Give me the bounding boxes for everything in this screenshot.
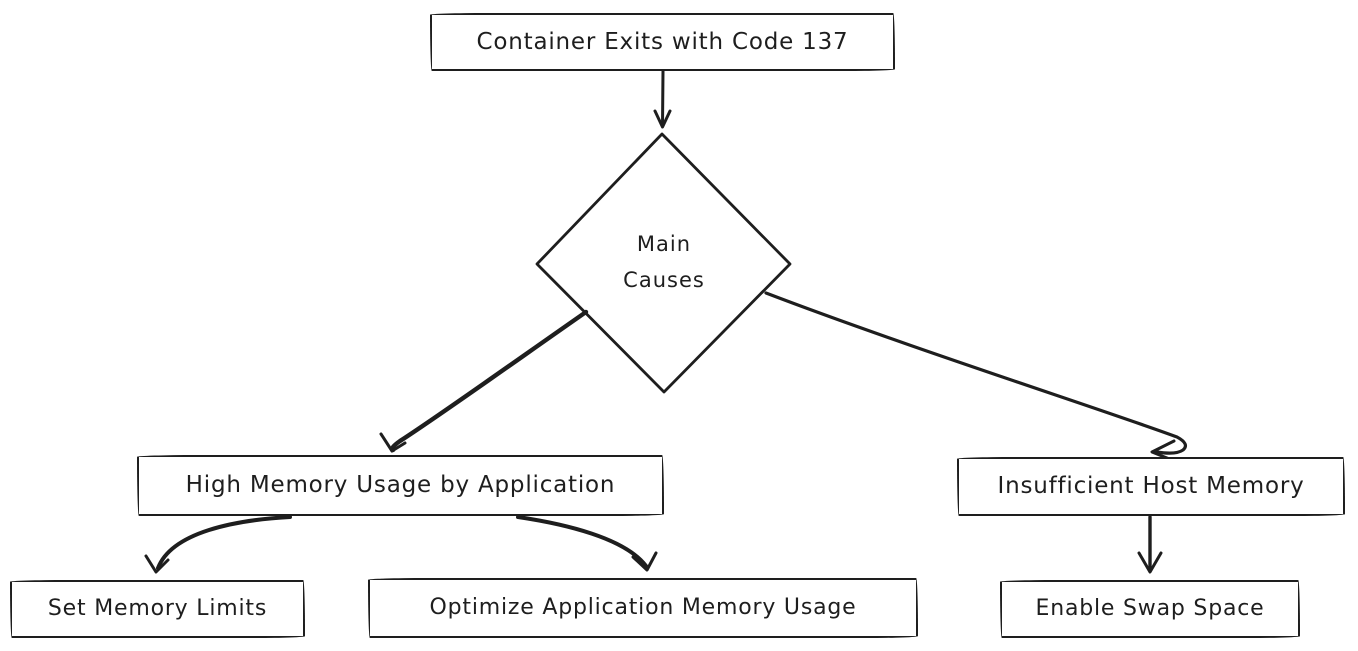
node-main-causes-label-line1: Main <box>636 232 692 257</box>
arrow-high-memory-usage-to-optimize-app-memory <box>516 515 658 572</box>
node-optimize-app-memory-label: Optimize Application Memory Usage <box>429 595 857 621</box>
node-container-exits-label: Container Exits with Code 137 <box>476 28 849 55</box>
node-insufficient-host-memory: Insufficient Host Memory <box>957 457 1345 516</box>
node-main-causes-label-line2: Causes <box>623 268 705 292</box>
arrow-main-causes-to-high-memory-usage <box>379 309 589 453</box>
node-container-exits: Container Exits with Code 137 <box>430 13 895 71</box>
node-set-memory-limits: Set Memory Limits <box>10 580 305 638</box>
node-high-memory-usage: High Memory Usage by Application <box>137 455 664 516</box>
main-causes-diamond-shape <box>535 132 792 394</box>
node-set-memory-limits-label: Set Memory Limits <box>47 596 268 622</box>
arrow-container-exits-to-main-causes <box>653 69 672 129</box>
node-optimize-app-memory: Optimize Application Memory Usage <box>368 578 918 638</box>
node-enable-swap-space: Enable Swap Space <box>1000 580 1300 638</box>
node-enable-swap-space-label: Enable Swap Space <box>1035 596 1265 622</box>
arrow-main-causes-to-insufficient-host-memory <box>764 291 1188 462</box>
arrow-high-memory-usage-to-set-memory-limits <box>144 515 292 574</box>
node-insufficient-host-memory-label: Insufficient Host Memory <box>997 473 1305 500</box>
node-high-memory-usage-label: High Memory Usage by Application <box>185 472 616 499</box>
node-main-causes: Main Causes <box>537 133 791 393</box>
arrow-insufficient-host-memory-to-enable-swap-space <box>1137 515 1163 574</box>
